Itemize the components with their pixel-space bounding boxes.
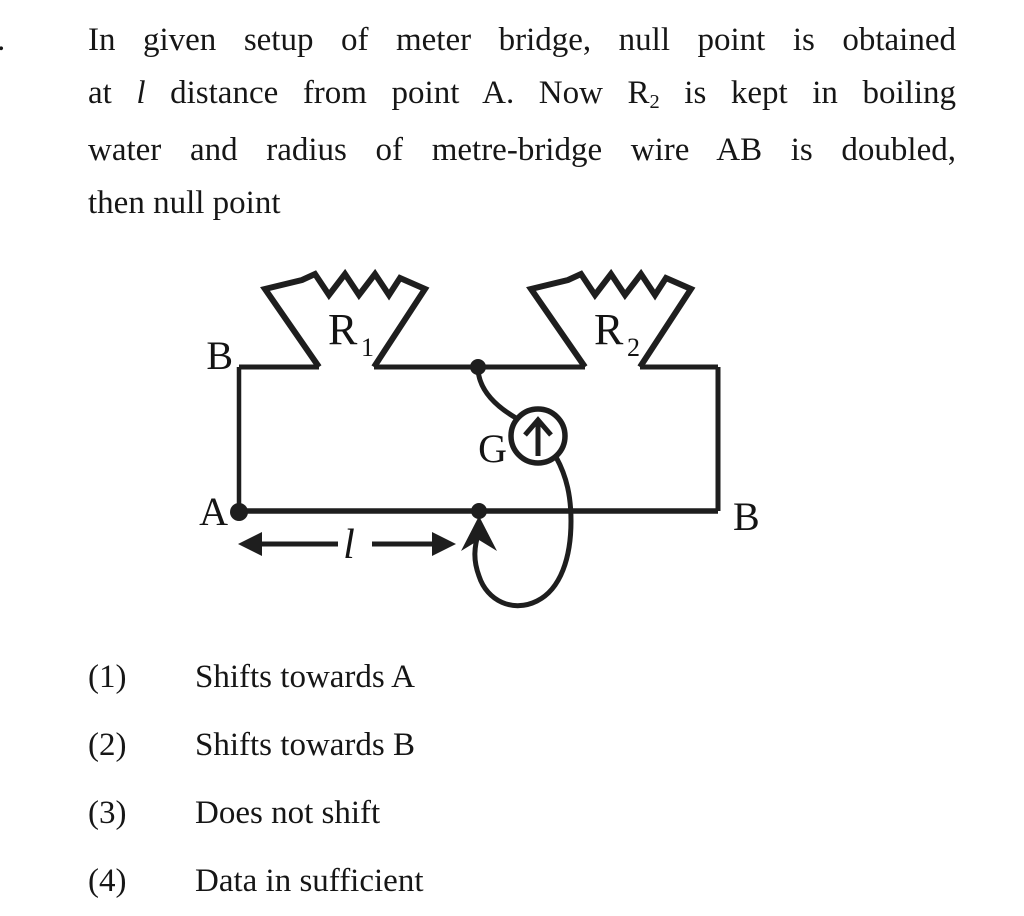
length-arrowhead-left-icon	[238, 532, 262, 556]
label-resistor2: R	[594, 305, 624, 354]
null-point-dot	[471, 503, 487, 519]
question-line-2-seg: is kept in boiling	[659, 75, 957, 111]
option-4-label: Data in sufficient	[195, 863, 424, 899]
option-4: (4) Data in sufficient	[88, 864, 424, 898]
option-2: (2) Shifts towards B	[88, 728, 424, 762]
label-terminal-top-left: B	[206, 333, 233, 378]
question-number-fragment: .	[0, 14, 5, 67]
length-symbol-inline: l	[136, 75, 146, 111]
question-line-2-seg: at	[88, 75, 137, 111]
option-3: (3) Does not shift	[88, 796, 424, 830]
jockey-loop-wire	[472, 455, 574, 609]
question-line-2-seg: distance from point A. Now R	[145, 75, 650, 111]
label-galvanometer: G	[478, 426, 507, 471]
meter-bridge-diagram: B A B R 1 R 2 G l	[199, 268, 760, 609]
question-line-1: In given setup of meter bridge, null poi…	[88, 22, 956, 58]
option-3-label: Does not shift	[195, 795, 381, 831]
jockey-arrowhead-icon	[461, 516, 497, 551]
option-2-label: Shifts towards B	[195, 727, 416, 763]
option-1-label: Shifts towards A	[195, 659, 416, 695]
resistor-R2-symbol	[526, 268, 696, 369]
label-resistor1: R	[328, 305, 358, 354]
question-line-2: at l distance from point A. Now R2 is ke…	[88, 67, 956, 124]
option-1-number: (1)	[88, 659, 127, 695]
option-3-number: (3)	[88, 795, 127, 831]
r2-subscript-inline: 2	[649, 90, 660, 113]
length-arrowhead-right-icon	[432, 532, 456, 556]
options-list: (1) Shifts towards A (2) Shifts towards …	[88, 660, 424, 898]
resistor-R1-symbol	[260, 268, 430, 369]
terminal-A-dot	[230, 503, 248, 521]
label-length: l	[343, 522, 355, 568]
label-resistor2-subscript: 2	[627, 333, 640, 362]
question-text: In given setup of meter bridge, null poi…	[88, 14, 956, 230]
option-2-number: (2)	[88, 727, 127, 763]
question-line-4: then null point	[88, 185, 281, 221]
top-junction-dot	[470, 359, 486, 375]
question-line-3: water and radius of metre-bridge wire AB…	[88, 132, 956, 168]
label-terminal-bottom-left: A	[199, 489, 228, 534]
label-resistor1-subscript: 1	[361, 333, 374, 362]
galvanometer-arrow-icon	[523, 416, 553, 456]
label-terminal-bottom-right: B	[733, 494, 760, 539]
option-1: (1) Shifts towards A	[88, 660, 424, 694]
option-4-number: (4)	[88, 863, 127, 899]
galvanometer-lead-top	[475, 368, 518, 421]
